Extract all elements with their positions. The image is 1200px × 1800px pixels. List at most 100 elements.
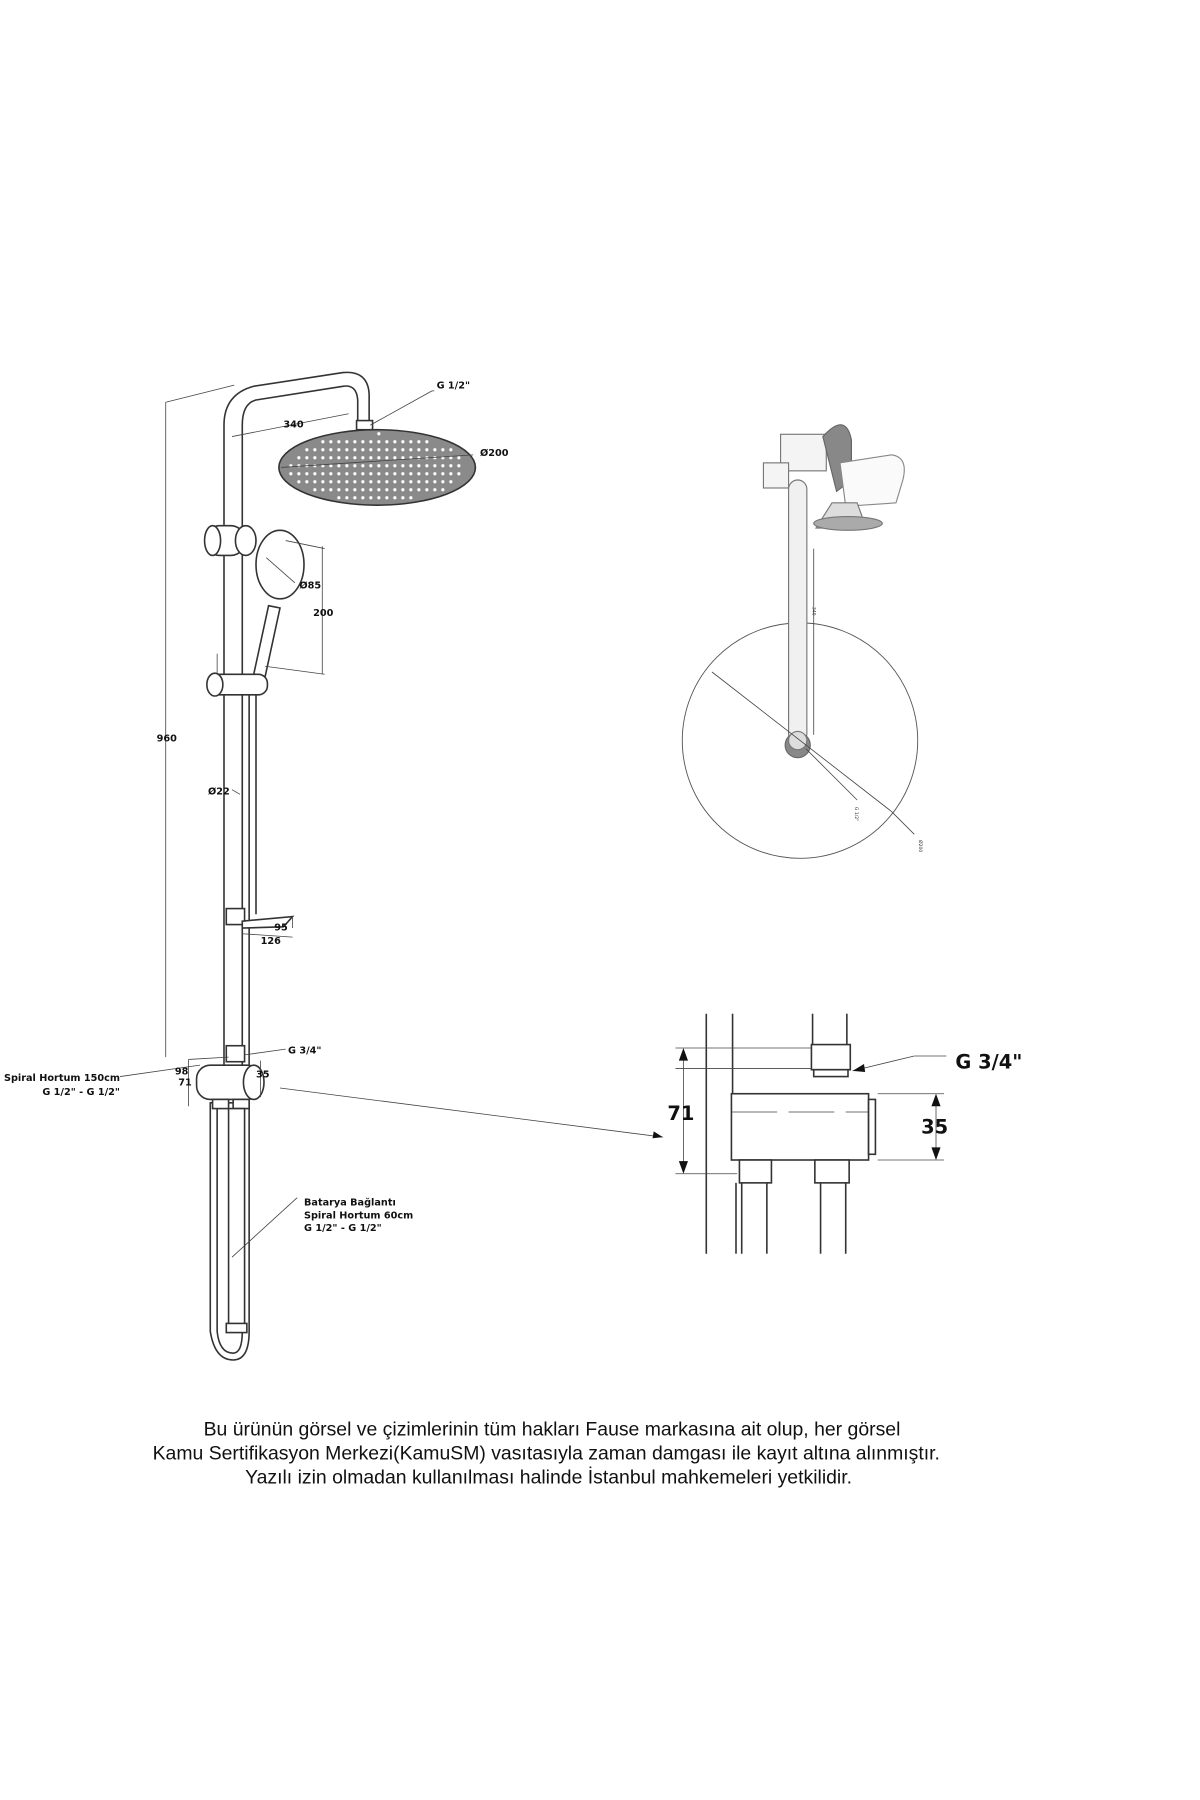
nozzle-dot bbox=[321, 488, 325, 492]
label-arm-length: 340 bbox=[283, 419, 304, 430]
nozzle-dot bbox=[269, 543, 272, 546]
nozzle-dot bbox=[297, 480, 301, 484]
nozzle-dot bbox=[286, 566, 289, 569]
nozzle-dot bbox=[297, 577, 300, 580]
top-label-arm-length: 340 bbox=[811, 607, 817, 616]
leader-arrow bbox=[652, 1131, 663, 1139]
nozzle-dot bbox=[292, 560, 295, 563]
nozzle-dot bbox=[449, 472, 453, 476]
head-connector bbox=[355, 419, 374, 431]
nozzle-dot bbox=[353, 472, 357, 476]
nozzle-dot bbox=[274, 543, 278, 546]
nozzle-dot bbox=[337, 488, 341, 492]
detail-outlet-1 bbox=[738, 1159, 773, 1184]
nozzle-dot bbox=[441, 464, 445, 468]
nozzle-dot bbox=[280, 577, 283, 580]
nozzle-dot bbox=[269, 583, 272, 586]
nozzle-dot bbox=[409, 488, 413, 492]
hand-shower-nozzles bbox=[257, 537, 300, 592]
nozzle-dot bbox=[441, 488, 445, 492]
nozzle-dot bbox=[345, 496, 349, 500]
footer-line-3: Yazılı izin olmadan kullanılması halinde… bbox=[245, 1465, 852, 1488]
nozzle-dot bbox=[369, 440, 373, 444]
nozzle-dot bbox=[425, 440, 429, 444]
label-head-connection: G 1/2" bbox=[437, 381, 470, 392]
nozzle-dot bbox=[313, 480, 317, 484]
nozzle-dot bbox=[337, 480, 341, 484]
nozzle-dot bbox=[305, 472, 309, 476]
nozzle-dot bbox=[361, 472, 365, 476]
nozzle-dot bbox=[417, 440, 421, 444]
nozzle-dot bbox=[425, 480, 429, 484]
nozzle-dot bbox=[409, 440, 413, 444]
nozzle-dot bbox=[385, 472, 389, 476]
top-view: 340 G 1/2" Ø200 bbox=[681, 424, 924, 859]
nozzle-dot bbox=[441, 448, 445, 452]
top-pipe-end bbox=[788, 730, 808, 751]
nozzle-dot bbox=[280, 583, 283, 586]
detail-diverter-body bbox=[730, 1092, 870, 1161]
nozzle-dot bbox=[321, 440, 325, 444]
nozzle-dot bbox=[286, 572, 289, 575]
nozzle-dot bbox=[337, 464, 341, 468]
footer-line-1: Bu ürünün görsel ve çizimlerinin tüm hak… bbox=[204, 1418, 901, 1440]
soap-dish bbox=[241, 915, 295, 929]
nozzle-dot bbox=[329, 488, 333, 492]
nozzle-dot bbox=[385, 464, 389, 468]
nozzle-dot bbox=[269, 577, 272, 580]
nozzle-dot bbox=[286, 577, 289, 580]
nozzle-dot bbox=[263, 572, 266, 575]
nozzle-dot bbox=[297, 456, 301, 460]
nozzle-dot bbox=[417, 448, 421, 452]
nozzle-dot bbox=[353, 480, 357, 484]
nozzle-dot bbox=[263, 566, 266, 569]
nozzle-dot bbox=[385, 440, 389, 444]
nozzle-dot bbox=[292, 577, 295, 580]
nozzle-dot bbox=[401, 448, 405, 452]
nozzle-dot bbox=[393, 448, 397, 452]
detail-top-nut bbox=[810, 1043, 852, 1071]
nozzle-dot bbox=[313, 472, 317, 476]
nozzle-dot bbox=[292, 566, 295, 569]
nozzle-dot bbox=[329, 472, 333, 476]
nozzle-dot bbox=[353, 456, 357, 460]
nozzle-dot bbox=[292, 543, 295, 546]
nozzle-dot bbox=[361, 488, 365, 492]
detail-top-ring bbox=[812, 1068, 849, 1078]
nozzle-dot bbox=[385, 480, 389, 484]
nozzle-dot bbox=[286, 537, 289, 540]
nozzle-dot bbox=[449, 448, 453, 452]
nozzle-dot bbox=[457, 456, 461, 460]
nozzle-dot bbox=[361, 464, 365, 468]
nozzle-dot bbox=[425, 488, 429, 492]
dim-arrows-71 bbox=[678, 1048, 688, 1174]
nozzle-dot bbox=[269, 554, 272, 558]
nozzle-dot bbox=[274, 554, 278, 558]
bracket-holder bbox=[234, 524, 257, 557]
nozzle-dot bbox=[393, 496, 397, 500]
nozzle-dot bbox=[263, 549, 266, 552]
nozzle-dot bbox=[345, 448, 349, 452]
detail-label-height: 71 bbox=[667, 1102, 694, 1125]
top-label-connection: G 1/2" bbox=[853, 807, 859, 821]
top-head-plate bbox=[813, 516, 883, 531]
battery-nut bbox=[225, 1322, 248, 1334]
nozzle-dot bbox=[337, 472, 341, 476]
nozzle-dot bbox=[385, 488, 389, 492]
nozzle-dot bbox=[286, 549, 289, 552]
nozzle-dot bbox=[369, 448, 373, 452]
nozzle-dot bbox=[274, 549, 278, 552]
nozzle-dot bbox=[425, 448, 429, 452]
nozzle-dot bbox=[433, 480, 437, 484]
nozzle-dot bbox=[297, 464, 301, 468]
nozzle-dot bbox=[417, 464, 421, 468]
nozzle-dot bbox=[289, 472, 293, 476]
nozzle-dot bbox=[321, 472, 325, 476]
nozzle-dot bbox=[286, 560, 289, 563]
nozzle-dot bbox=[337, 448, 341, 452]
nozzle-dot bbox=[329, 448, 333, 452]
label-pipe-diameter: Ø22 bbox=[208, 785, 230, 797]
nozzle-dot bbox=[313, 456, 317, 460]
detail-outlet-2 bbox=[814, 1159, 850, 1184]
